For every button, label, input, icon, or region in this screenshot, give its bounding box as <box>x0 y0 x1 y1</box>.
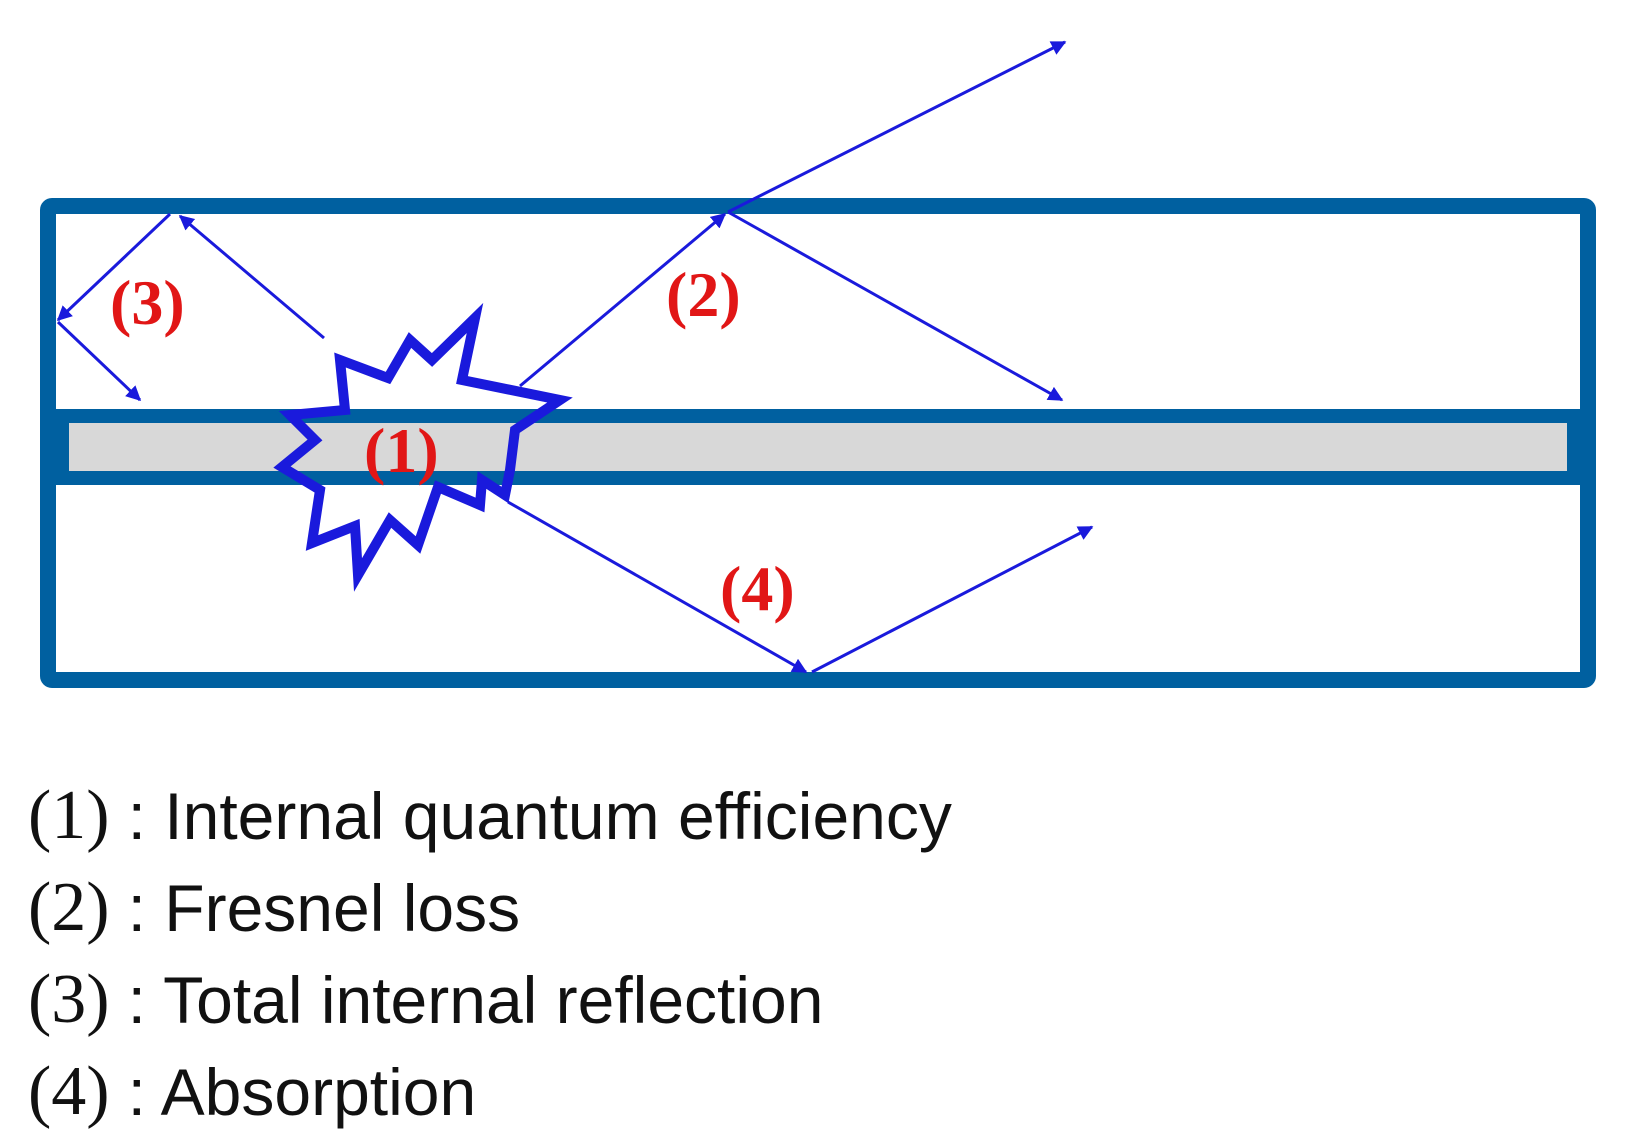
legend-row: (3): Total internal reflection <box>28 954 952 1046</box>
ray-3-down <box>56 320 142 402</box>
ray-group-fresnel <box>519 40 1067 402</box>
ray-3-left <box>56 212 172 322</box>
ray-4-reflected <box>811 525 1094 674</box>
marker-2-label: (2) <box>666 259 741 330</box>
ray-2-up <box>519 212 727 388</box>
ray-4-down <box>507 500 808 674</box>
ray-3-up <box>178 214 325 340</box>
marker-4-label: (4) <box>720 553 795 624</box>
legend: (1): Internal quantum efficiency (2): Fr… <box>28 770 952 1138</box>
legend-key: (1) <box>28 777 110 854</box>
loss-mechanism-diagram: (1) (2) (3) (4) <box>40 40 1596 688</box>
active-layer <box>55 409 1581 485</box>
legend-key: (4) <box>28 1053 110 1130</box>
legend-row: (4): Absorption <box>28 1046 952 1138</box>
legend-row: (2): Fresnel loss <box>28 862 952 954</box>
ray-2-reflected <box>727 210 1064 402</box>
legend-text: : Total internal reflection <box>127 963 824 1037</box>
marker-1-label: (1) <box>364 415 439 486</box>
legend-text: : Fresnel loss <box>127 871 521 945</box>
ray-2-transmitted <box>727 40 1067 214</box>
emission-burst <box>273 302 573 592</box>
legend-text: : Internal quantum efficiency <box>127 779 952 853</box>
legend-text: : Absorption <box>127 1055 477 1129</box>
ray-group-tir <box>56 212 325 402</box>
marker-3-label: (3) <box>110 267 185 338</box>
legend-key: (2) <box>28 869 110 946</box>
legend-row: (1): Internal quantum efficiency <box>28 770 952 862</box>
ray-group-absorption <box>507 500 1094 674</box>
legend-key: (3) <box>28 961 110 1038</box>
